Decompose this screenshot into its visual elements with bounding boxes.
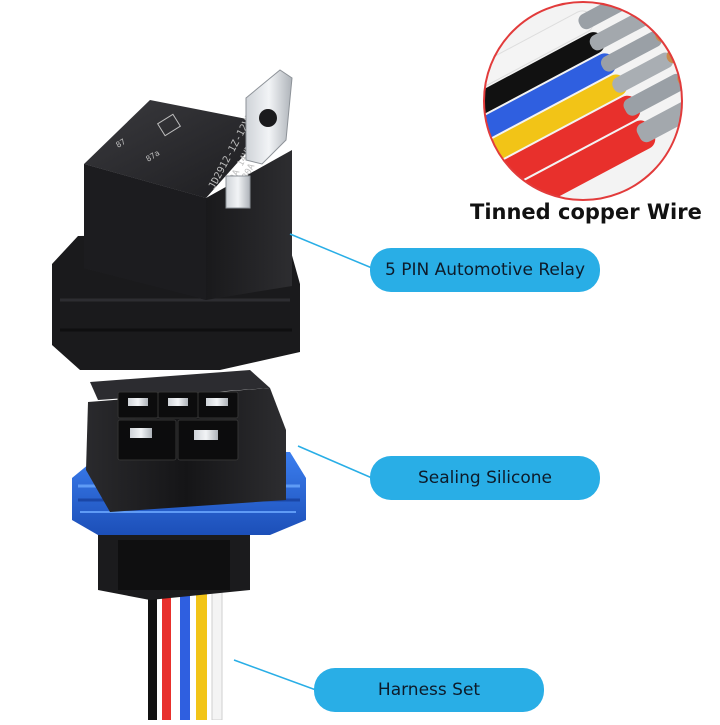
- harness-callout-label: Harness Set: [314, 668, 544, 712]
- leader-lines: [233, 233, 373, 691]
- relay-callout-label: 5 PIN Automotive Relay: [370, 248, 600, 292]
- socket-terminals: [117, 391, 239, 461]
- copper-wire-inset: [483, 1, 683, 201]
- svg-text:87: 87: [114, 137, 127, 150]
- relay-body: JD2912-1Z-12VDC 40A 14VDC 30A 14VDC 87 8…: [52, 69, 300, 370]
- copper-wire-caption: Tinned copper Wire: [470, 200, 702, 224]
- silicone-callout-label: Sealing Silicone: [370, 456, 600, 500]
- relay-socket: [72, 370, 306, 600]
- mounting-tab: [225, 69, 293, 209]
